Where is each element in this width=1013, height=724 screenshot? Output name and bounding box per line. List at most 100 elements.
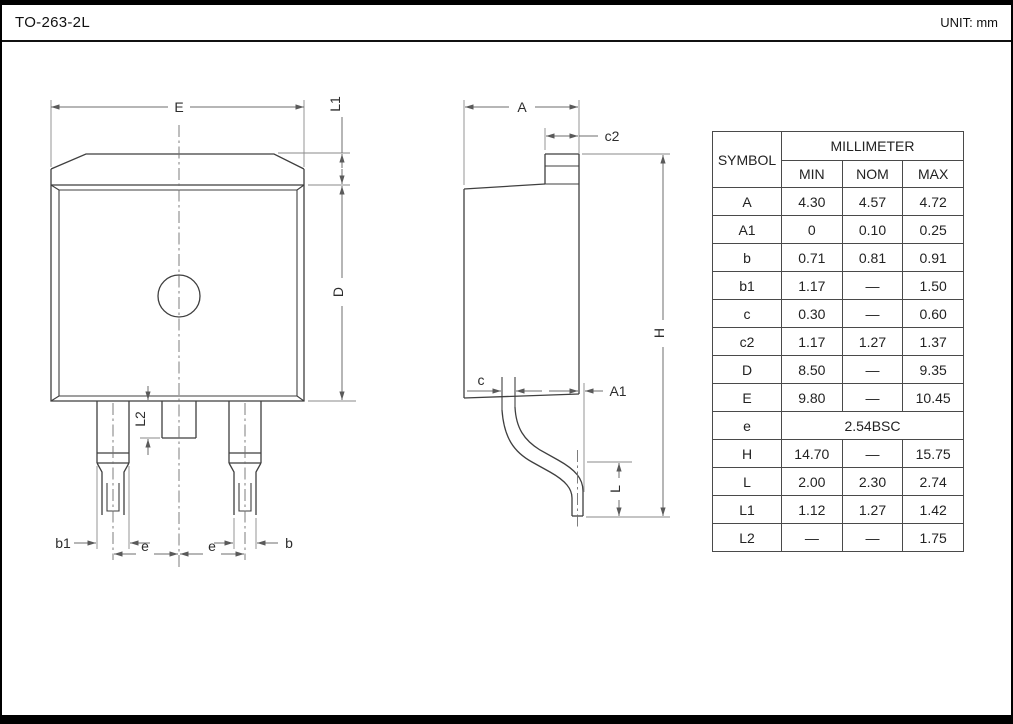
cell-max: 2.74: [902, 467, 964, 496]
dim-H: H: [582, 153, 670, 518]
dim-label-A: A: [517, 99, 527, 115]
unit-label: UNIT: mm: [940, 15, 998, 30]
cell-symbol: c: [712, 299, 782, 328]
cell-symbol: b1: [712, 271, 782, 300]
cell-min: 1.12: [781, 495, 843, 524]
cell-symbol: b: [712, 243, 782, 272]
cell-min: 0.71: [781, 243, 843, 272]
cell-symbol: c2: [712, 327, 782, 356]
bottom-border-bar: [2, 715, 1011, 724]
cell-nom: 2.30: [841, 467, 904, 496]
cell-symbol: L: [712, 467, 782, 496]
dim-L: L: [587, 461, 632, 516]
table-row-L2: L2 — — 1.75: [712, 523, 964, 552]
table-row-e: e 2.54BSC: [712, 411, 964, 440]
cell-max: 10.45: [902, 383, 964, 412]
cell-nom: 1.27: [841, 327, 904, 356]
dim-label-L: L: [607, 485, 623, 493]
table-header-nom: NOM: [841, 160, 904, 188]
table-row-L1: L1 1.12 1.27 1.42: [712, 495, 964, 524]
cell-nom: 0.81: [841, 243, 904, 272]
cell-nom: —: [841, 523, 904, 552]
table-row-c2: c2 1.17 1.27 1.37: [712, 327, 964, 356]
table-header-millimeter: MILLIMETER: [781, 131, 964, 161]
dim-c: c: [467, 372, 542, 394]
dim-label-E: E: [174, 99, 183, 115]
cell-symbol: H: [712, 439, 782, 468]
cell-max: 1.37: [902, 327, 964, 356]
cell-max: 0.91: [902, 243, 964, 272]
dim-label-e-right: e: [208, 538, 216, 554]
table-row-L: L 2.00 2.30 2.74: [712, 467, 964, 496]
cell-min: 8.50: [781, 355, 843, 384]
table-header-max: MAX: [902, 160, 964, 188]
cell-max: 1.42: [902, 495, 964, 524]
cell-symbol: A1: [712, 215, 782, 244]
side-view: A c2 H c: [463, 99, 670, 528]
dim-label-e-left: e: [141, 538, 149, 554]
table-header-symbol: SYMBOL: [712, 131, 782, 188]
table-header-min: MIN: [781, 160, 843, 188]
cell-min: 9.80: [781, 383, 843, 412]
cell-nom: —: [841, 271, 904, 300]
cell-symbol: E: [712, 383, 782, 412]
dim-L1: L1: [278, 96, 350, 186]
cell-min: 2.00: [781, 467, 843, 496]
side-lead: [501, 377, 584, 528]
table-row-A1: A1 0 0.10 0.25: [712, 215, 964, 244]
cell-max: 9.35: [902, 355, 964, 384]
table-row-H: H 14.70 — 15.75: [712, 439, 964, 468]
cell-nom: 0.10: [841, 215, 904, 244]
dim-b1: b1: [55, 466, 150, 551]
table-row-A: A 4.30 4.57 4.72: [712, 187, 964, 216]
cell-max: 0.60: [902, 299, 964, 328]
cell-max: 4.72: [902, 187, 964, 216]
cell-nom: 4.57: [841, 187, 904, 216]
dim-label-c: c: [478, 372, 485, 388]
dim-label-b1: b1: [55, 535, 71, 551]
cell-symbol: L2: [712, 523, 782, 552]
mounting-hole: [157, 274, 201, 318]
dim-label-D: D: [330, 287, 346, 297]
dim-c2: c2: [544, 128, 620, 150]
dim-e: e e: [114, 538, 244, 557]
top-border-bar: [2, 0, 1011, 5]
cell-min: 0.30: [781, 299, 843, 328]
dim-label-L2: L2: [132, 411, 148, 427]
cell-min: 4.30: [781, 187, 843, 216]
table-row-b1: b1 1.17 — 1.50: [712, 271, 964, 300]
dim-A: A: [463, 99, 580, 185]
dim-D: D: [308, 186, 356, 402]
cell-nom: —: [841, 383, 904, 412]
dim-b: b: [214, 518, 293, 551]
cell-nom: 1.27: [841, 495, 904, 524]
dimensions-table: SYMBOL MILLIMETER MIN NOM MAX A 4.30 4.5…: [712, 131, 964, 552]
dim-label-H: H: [651, 328, 667, 338]
front-view: E L1 D L2: [50, 96, 356, 567]
dim-label-A1: A1: [609, 383, 626, 399]
package-title: TO-263-2L: [15, 14, 90, 31]
cell-max: 1.50: [902, 271, 964, 300]
cell-min: 14.70: [781, 439, 843, 468]
cell-symbol: L1: [712, 495, 782, 524]
dim-label-L1: L1: [327, 96, 343, 112]
table-row-E: E 9.80 — 10.45: [712, 383, 964, 412]
dim-label-b: b: [285, 535, 293, 551]
table-row-D: D 8.50 — 9.35: [712, 355, 964, 384]
table-row-c: c 0.30 — 0.60: [712, 299, 964, 328]
dim-label-c2: c2: [605, 128, 620, 144]
cell-nom: —: [841, 355, 904, 384]
cell-min: 1.17: [781, 271, 843, 300]
cell-min: —: [781, 523, 843, 552]
cell-symbol: A: [712, 187, 782, 216]
cell-nom: —: [841, 299, 904, 328]
dim-A1: A1: [549, 383, 627, 492]
cell-max: 1.75: [902, 523, 964, 552]
cell-min: 1.17: [781, 327, 843, 356]
title-bar: TO-263-2L UNIT: mm: [2, 5, 1011, 42]
cell-max: 15.75: [902, 439, 964, 468]
cell-span-value: 2.54BSC: [781, 411, 964, 440]
cell-symbol: e: [712, 411, 782, 440]
